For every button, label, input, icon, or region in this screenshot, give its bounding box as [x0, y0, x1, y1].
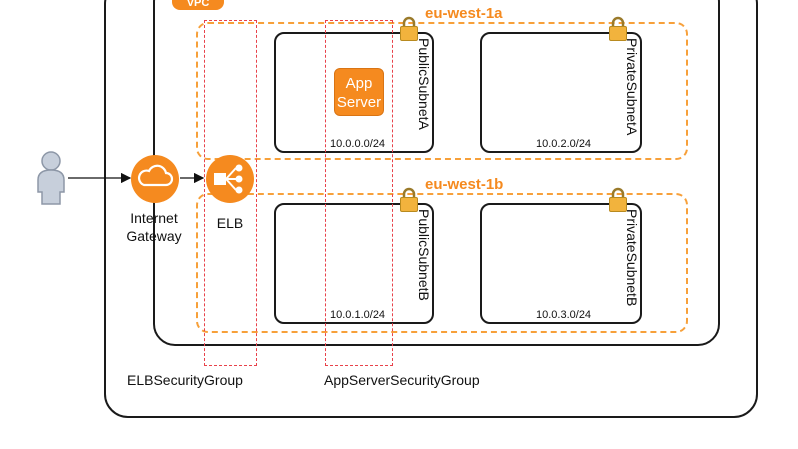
subnet-public-b-cidr: 10.0.1.0/24 [330, 309, 386, 321]
appserver-security-group-box [325, 20, 393, 366]
cloud-icon [131, 155, 179, 203]
subnet-private-b [480, 203, 642, 324]
subnet-private-a-cidr: 10.0.2.0/24 [536, 138, 592, 150]
lock-icon [400, 16, 418, 41]
az-label-b: eu-west-1b [421, 176, 508, 193]
lock-icon [400, 187, 418, 212]
elb-label: ELB [216, 215, 244, 231]
az-label-a: eu-west-1a [421, 5, 507, 22]
az-box-b [196, 193, 688, 333]
app-server: App Server [334, 68, 384, 116]
subnet-public-b-name: PublicSubnetB [416, 209, 432, 301]
internet-gateway-label: Internet Gateway [114, 209, 194, 245]
subnet-private-b-cidr: 10.0.3.0/24 [536, 309, 592, 321]
appserver-security-group-label: AppServerSecurityGroup [324, 372, 480, 388]
elb-security-group-label: ELBSecurityGroup [127, 372, 243, 388]
subnet-private-a [480, 32, 642, 153]
subnet-public-b [274, 203, 434, 324]
user-icon [37, 151, 65, 205]
internet-gateway-line2: Gateway [126, 228, 182, 244]
subnet-private-a-name: PrivateSubnetA [624, 38, 640, 136]
elb-icon [206, 155, 254, 203]
vpc-tag: VPC [172, 0, 224, 10]
elb-security-group-box [204, 20, 257, 366]
app-server-line1: App [345, 75, 373, 92]
internet-gateway-line1: Internet [130, 210, 178, 226]
az-box-a [196, 22, 688, 160]
subnet-public-a-cidr: 10.0.0.0/24 [330, 138, 386, 150]
subnet-private-b-name: PrivateSubnetB [624, 209, 640, 307]
subnet-public-a-name: PublicSubnetA [416, 38, 432, 130]
lock-icon [609, 16, 627, 41]
app-server-line2: Server [336, 94, 382, 111]
lock-icon [609, 187, 627, 212]
